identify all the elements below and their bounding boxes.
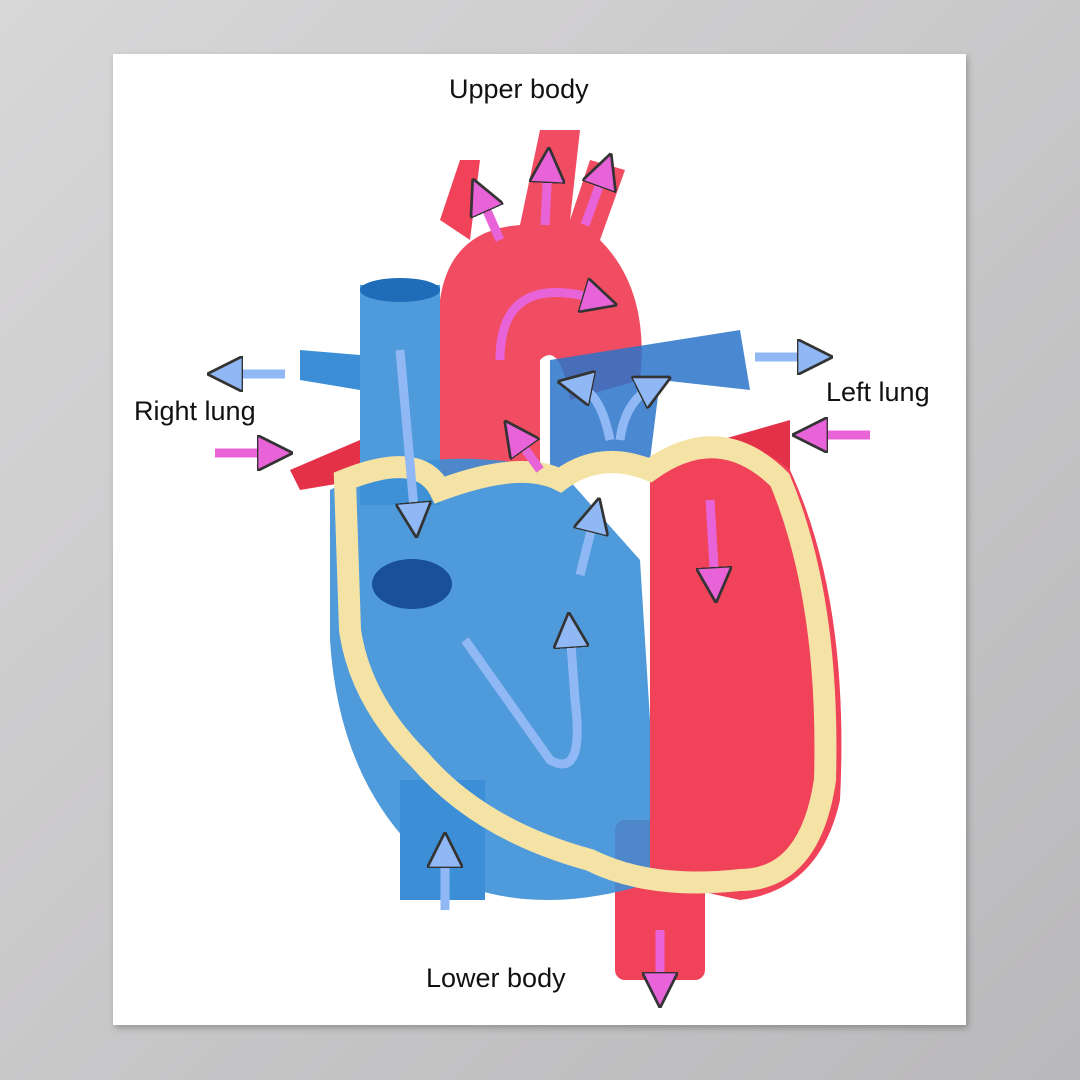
heart-wall xyxy=(333,436,837,894)
flow-arrow xyxy=(495,293,600,361)
label-right-lung: Right lung xyxy=(134,396,256,426)
label-upper-body: Upper body xyxy=(449,74,589,104)
flow-arrow xyxy=(480,195,505,242)
label-lower-body: Lower body xyxy=(426,963,566,993)
flow-arrow xyxy=(615,385,655,441)
flow-arrow xyxy=(575,385,615,441)
flow-arrow xyxy=(580,170,605,227)
flow-arrow xyxy=(515,435,544,473)
flow-arrow xyxy=(710,499,715,585)
flow-arrow xyxy=(545,165,548,226)
flow-arrow xyxy=(400,349,415,520)
label-left-lung: Left lung xyxy=(826,377,930,407)
flow-arrow xyxy=(461,630,577,769)
flow-arrow xyxy=(580,515,595,577)
